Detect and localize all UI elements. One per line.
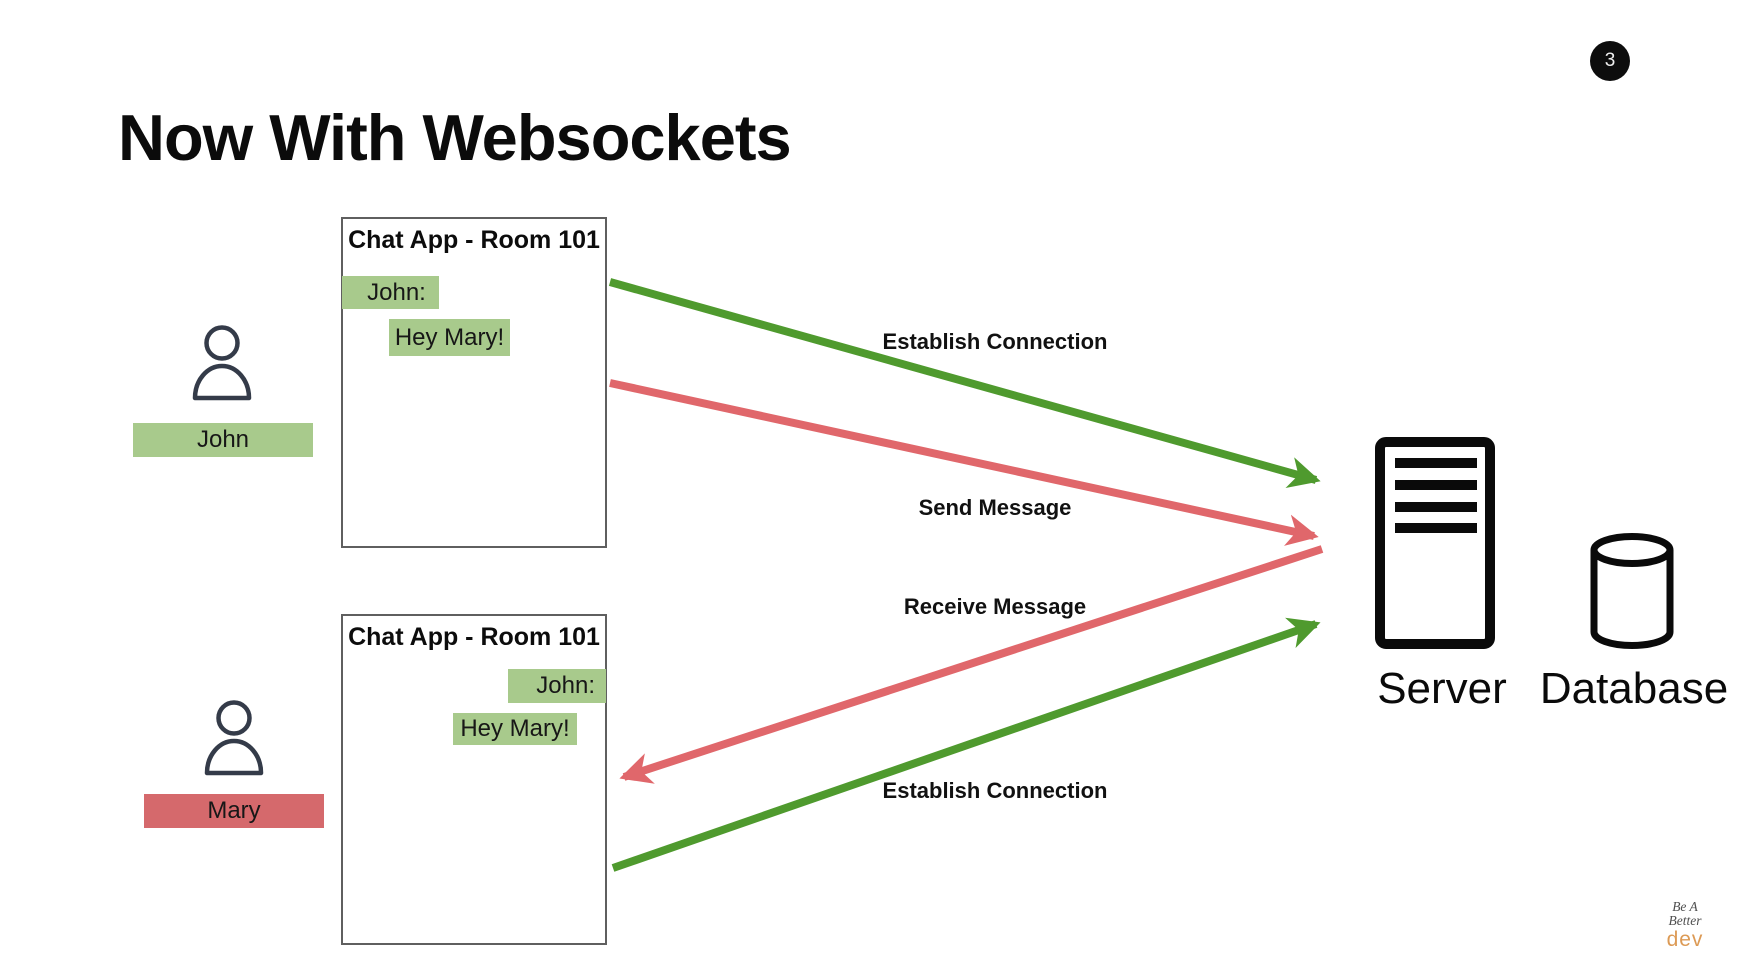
arrow-establish-connection-bottom bbox=[611, 617, 1321, 872]
user-label-john: John bbox=[133, 423, 313, 457]
slide-title: Now With Websockets bbox=[118, 101, 792, 174]
brand-logo-dev: dev bbox=[1666, 928, 1704, 952]
label-establish-connection-top: Establish Connection bbox=[882, 329, 1108, 354]
arrow-send-message bbox=[609, 379, 1319, 546]
person-icon bbox=[204, 700, 264, 776]
chat-sender-pill: John: bbox=[342, 276, 439, 309]
page-number-badge: 3 bbox=[1590, 41, 1630, 81]
brand-logo: Be A Better dev bbox=[1640, 899, 1730, 952]
database-icon bbox=[1590, 533, 1674, 649]
chat-window-title: Chat App - Room 101 bbox=[348, 623, 600, 651]
server-label: Server bbox=[1377, 664, 1507, 713]
chat-window-title: Chat App - Room 101 bbox=[348, 226, 600, 254]
user-label-mary: Mary bbox=[144, 794, 324, 828]
page-number: 3 bbox=[1604, 50, 1616, 71]
chat-message-pill: Hey Mary! bbox=[389, 319, 510, 356]
label-send-message: Send Message bbox=[918, 495, 1072, 520]
chat-sender-pill: John: bbox=[508, 669, 606, 703]
arrow-establish-connection-top bbox=[608, 278, 1321, 489]
label-receive-message: Receive Message bbox=[903, 594, 1087, 619]
database-label: Database bbox=[1539, 664, 1729, 713]
chat-window-john: Chat App - Room 101 John: Hey Mary! bbox=[341, 217, 607, 548]
chat-message-pill: Hey Mary! bbox=[453, 713, 577, 745]
brand-logo-line2: Better bbox=[1668, 913, 1702, 929]
arrow-receive-message bbox=[619, 545, 1324, 784]
brand-logo-line1: Be A bbox=[1672, 899, 1698, 914]
chat-window-mary: Chat App - Room 101 John: Hey Mary! bbox=[341, 614, 607, 945]
server-icon bbox=[1375, 437, 1495, 649]
label-establish-connection-bottom: Establish Connection bbox=[882, 778, 1108, 803]
person-icon bbox=[192, 325, 252, 401]
